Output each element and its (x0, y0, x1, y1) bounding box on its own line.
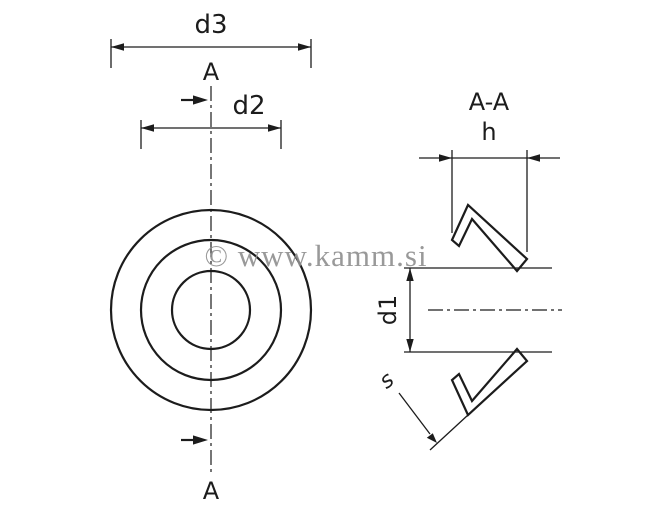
dimension-label-d2: d2 (232, 91, 265, 121)
dimension-h: h (419, 118, 560, 252)
arrowhead-left (111, 43, 124, 51)
upper-cone-wall-section (450, 203, 529, 273)
section-mark-top: A (181, 58, 220, 105)
dimension-label-s: s (375, 367, 399, 394)
arrowhead-left (439, 154, 452, 162)
arrowhead-right (527, 154, 540, 162)
lower-cone-wall-section (450, 347, 529, 417)
dimension-d2: d2 (140, 91, 282, 149)
dimension-label-h: h (481, 118, 496, 146)
arrowhead-right (268, 124, 281, 132)
leader-line (398, 392, 431, 435)
dimension-d1: d1 (374, 267, 552, 353)
arrowhead-top (406, 268, 414, 281)
section-arrowhead (193, 95, 208, 105)
arrowhead-bottom (406, 339, 414, 352)
section-view-title: A-A (469, 88, 510, 116)
dimension-label-d1: d1 (374, 295, 402, 326)
section-arrowhead (193, 435, 208, 445)
section-label-a-top: A (203, 58, 220, 86)
front-view: d3 d2 A A (109, 10, 313, 505)
watermark-text: © www.kamm.si (204, 238, 427, 273)
leader-arrowhead (426, 433, 437, 443)
section-label-a-bottom: A (203, 477, 220, 505)
dimension-d3: d3 (110, 10, 312, 68)
dimension-label-d3: d3 (194, 10, 227, 40)
section-view: A-A h d1 (374, 88, 562, 451)
arrowhead-right (298, 43, 311, 51)
section-mark-bottom: A (181, 435, 220, 505)
arrowhead-left (141, 124, 154, 132)
extension-line (429, 414, 469, 451)
